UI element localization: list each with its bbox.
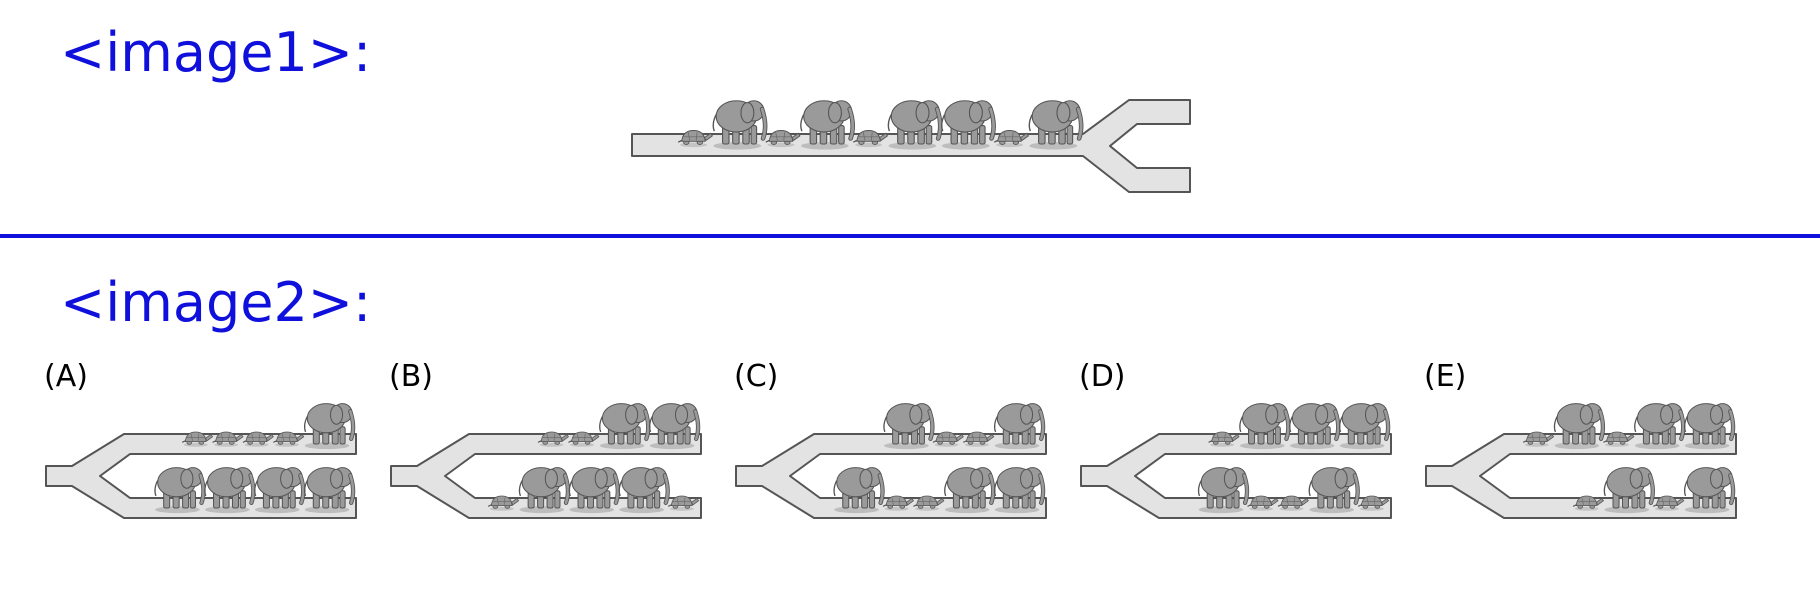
elephant-icon bbox=[1338, 403, 1391, 450]
elephant-icon bbox=[1308, 467, 1360, 514]
elephant-icon bbox=[1197, 467, 1250, 514]
turtle-icon bbox=[1247, 495, 1279, 511]
elephant-icon bbox=[1634, 403, 1686, 450]
option-b-diagram bbox=[390, 403, 702, 519]
option-d-diagram bbox=[1080, 403, 1392, 519]
fork-track bbox=[1080, 433, 1392, 519]
option-e-label: (E) bbox=[1424, 359, 1467, 394]
turtle-icon bbox=[677, 130, 714, 148]
option-e-diagram bbox=[1425, 403, 1737, 519]
elephant-icon bbox=[303, 403, 356, 450]
turtle-icon bbox=[913, 495, 945, 511]
elephant-icon bbox=[993, 467, 1046, 514]
fork-track bbox=[735, 433, 1047, 519]
turtle-icon bbox=[765, 130, 801, 148]
turtle-icon bbox=[853, 130, 889, 148]
elephant-icon bbox=[833, 467, 885, 514]
elephant-icon bbox=[1603, 467, 1655, 514]
turtle-icon bbox=[1357, 495, 1390, 511]
turtle-icon bbox=[882, 495, 914, 511]
elephant-icon bbox=[648, 403, 701, 450]
option-c-label: (C) bbox=[734, 359, 779, 394]
elephant-icon bbox=[154, 467, 206, 514]
fork-track bbox=[45, 433, 357, 519]
turtle-icon bbox=[1208, 431, 1240, 447]
elephant-icon bbox=[1553, 403, 1606, 450]
turtle-icon bbox=[1572, 495, 1604, 511]
elephant-icon bbox=[993, 403, 1046, 450]
elephant-icon bbox=[1683, 403, 1736, 450]
turtle-icon bbox=[487, 495, 520, 511]
turtle-icon bbox=[1522, 431, 1555, 447]
elephant-icon bbox=[887, 100, 943, 150]
image1-heading: <image1>: bbox=[60, 21, 372, 84]
elephant-icon bbox=[599, 403, 651, 450]
elephant-icon bbox=[800, 100, 855, 150]
elephant-icon bbox=[518, 467, 571, 514]
elephant-icon bbox=[1239, 403, 1291, 450]
turtle-icon bbox=[963, 431, 995, 447]
turtle-icon bbox=[537, 431, 569, 447]
elephant-icon bbox=[944, 467, 996, 514]
turtle-icon bbox=[1653, 495, 1685, 511]
elephant-icon bbox=[303, 467, 356, 514]
turtle-icon bbox=[181, 431, 214, 447]
elephant-icon bbox=[1289, 403, 1341, 450]
elephant-icon bbox=[1683, 467, 1736, 514]
turtle-icon bbox=[568, 431, 600, 447]
image1-track-diagram bbox=[631, 99, 1191, 193]
fork-track bbox=[390, 433, 702, 519]
section-divider bbox=[0, 234, 1820, 238]
elephant-icon bbox=[618, 467, 670, 514]
elephant-icon bbox=[1028, 100, 1084, 150]
turtle-icon bbox=[1603, 431, 1635, 447]
elephant-icon bbox=[568, 467, 620, 514]
elephant-icon bbox=[712, 100, 768, 150]
elephant-icon bbox=[941, 100, 996, 150]
elephant-icon bbox=[254, 467, 306, 514]
option-a-diagram bbox=[45, 403, 357, 519]
turtle-icon bbox=[273, 431, 305, 447]
elephant-icon bbox=[204, 467, 256, 514]
image2-heading: <image2>: bbox=[60, 271, 372, 334]
option-a-label: (A) bbox=[44, 359, 88, 394]
option-b-label: (B) bbox=[389, 359, 433, 394]
turtle-icon bbox=[212, 431, 244, 447]
turtle-icon bbox=[932, 431, 964, 447]
turtle-icon bbox=[1277, 495, 1309, 511]
option-c-diagram bbox=[735, 403, 1047, 519]
elephant-icon bbox=[883, 403, 935, 450]
option-d-label: (D) bbox=[1079, 359, 1126, 394]
turtle-icon bbox=[242, 431, 274, 447]
turtle-icon bbox=[667, 495, 700, 511]
turtle-icon bbox=[993, 130, 1030, 148]
